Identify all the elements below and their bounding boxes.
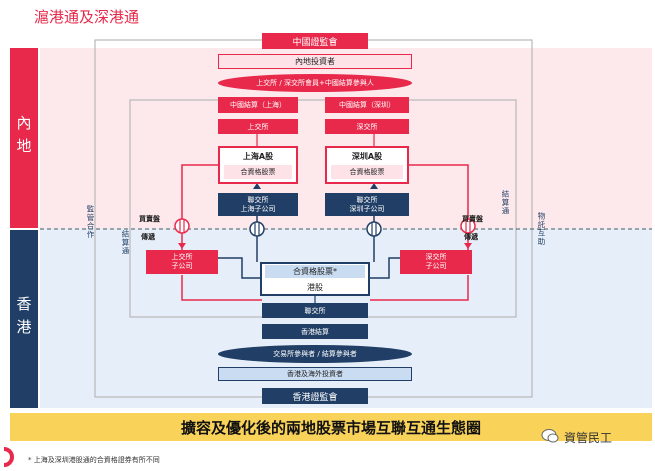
order-label-left: 買賣盤 (139, 215, 160, 223)
custody-label: 物託互助 (537, 212, 546, 246)
mainland-investors-box: 內地投資者 (218, 54, 412, 69)
hk-overseas-investors-box: 香港及海外投資者 (218, 367, 412, 381)
mainland-members-pill: 上交所 / 深交所會員+中國結算參與人 (218, 74, 412, 92)
wechat-icon (541, 428, 559, 444)
sehk-box: 聯交所 (262, 303, 368, 318)
hongkong-label: 香港 (10, 230, 38, 408)
footnote: * 上海及深圳港股通的合資格證券有所不同 (28, 456, 160, 464)
hkscc-box: 香港結算 (262, 324, 368, 339)
hkex-shenzhen-subsidiary-box: 聯交所 深圳子公司 (325, 193, 409, 216)
chinaclear-shanghai-box: 中國結算（上海） (218, 97, 298, 113)
hk-shares-label: 港股 (307, 282, 323, 292)
hk-participants-pill: 交易所參與者 / 結算參與者 (218, 345, 412, 363)
shanghai-a-eligible: 合資格股票 (224, 165, 292, 179)
chinaclear-shenzhen-box: 中國結算（深圳） (325, 97, 409, 113)
logo-icon (0, 446, 18, 468)
shenzhen-a-shares-title: 深圳A股 (351, 151, 383, 161)
szse-hk-subsidiary-box: 深交所 子公司 (400, 250, 472, 274)
shanghai-a-shares-title: 上海A股 (242, 151, 274, 161)
regulatory-cooperation-label: 監管合作 (86, 205, 95, 239)
page-title: 滬港通及深港通 (34, 8, 140, 26)
clearing-link-label-right: 結算通 (501, 190, 510, 216)
szse-box: 深交所 (325, 119, 409, 134)
hk-eligible-label: 合資格股票* (265, 265, 365, 278)
order-label-right: 買賣盤 (462, 215, 483, 223)
sse-hk-subsidiary-box: 上交所 子公司 (146, 250, 218, 274)
watermark-text: 資管民工 (564, 431, 613, 445)
transmit-label-left: 傳遞 (141, 233, 155, 241)
sse-box: 上交所 (218, 119, 298, 134)
shenzhen-a-eligible: 合資格股票 (331, 165, 403, 179)
clearing-link-label-left: 結算通 (121, 230, 130, 256)
sfc-box: 香港證監會 (262, 388, 368, 404)
csrc-box: 中國證監會 (262, 33, 368, 49)
mainland-label: 內地 (10, 48, 38, 228)
hkex-shanghai-subsidiary-box: 聯交所 上海子公司 (218, 193, 298, 216)
transmit-label-right: 傳遞 (464, 233, 478, 241)
